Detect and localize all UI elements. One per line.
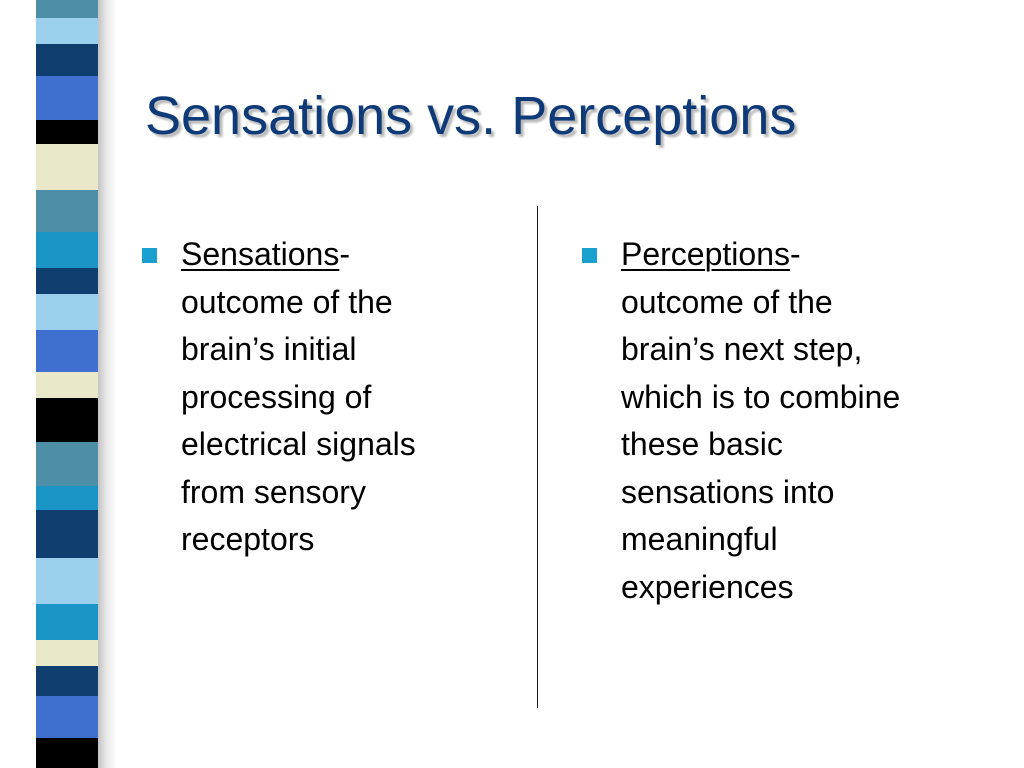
- stripe-segment: [36, 604, 98, 640]
- perceptions-line: which is to combine: [621, 378, 901, 415]
- sensations-line: processing of: [181, 378, 372, 415]
- perceptions-line: meaningful: [621, 521, 778, 557]
- sensations-line: outcome of the: [181, 283, 393, 320]
- square-bullet-icon: [582, 248, 597, 263]
- perceptions-text: Perceptions- outcome of the brain’s next…: [621, 231, 1002, 611]
- perceptions-dash: -: [789, 236, 801, 272]
- decorative-stripe: [36, 0, 98, 768]
- stripe-segment: [36, 738, 98, 768]
- stripe-segment: [36, 666, 98, 696]
- sensations-term: Sensations: [181, 236, 340, 272]
- stripe-segment: [36, 486, 98, 510]
- stripe-segment: [36, 398, 98, 442]
- slide-title: Sensations vs. Perceptions: [145, 86, 797, 146]
- perceptions-line: experiences: [621, 568, 794, 605]
- sensations-column: Sensations- outcome of the brain’s initi…: [142, 231, 512, 564]
- stripe-segment: [36, 190, 98, 232]
- perceptions-line: outcome of the: [621, 283, 833, 320]
- stripe-segment: [36, 0, 98, 18]
- stripe-segment: [36, 442, 98, 488]
- stripe-segment: [36, 18, 98, 44]
- stripe-segment: [36, 640, 98, 666]
- perceptions-column: Perceptions- outcome of the brain’s next…: [582, 231, 1002, 611]
- sensations-line: from sensory: [181, 473, 366, 510]
- column-divider: [537, 206, 538, 708]
- sensations-dash: -: [339, 236, 350, 272]
- perceptions-term: Perceptions: [621, 236, 790, 272]
- sensations-line: brain’s initial: [181, 331, 357, 367]
- stripe-segment: [36, 330, 98, 372]
- stripe-segment: [36, 558, 98, 604]
- stripe-segment: [36, 76, 98, 120]
- stripe-segment: [36, 144, 98, 190]
- stripe-segment: [36, 510, 98, 558]
- sensations-line: receptors: [181, 521, 315, 557]
- stripe-segment: [36, 232, 98, 268]
- stripe-segment: [36, 120, 98, 144]
- sensations-line: electrical signals: [181, 426, 416, 462]
- sensations-text: Sensations- outcome of the brain’s initi…: [181, 231, 512, 564]
- stripe-segment: [36, 372, 98, 398]
- perceptions-line: brain’s next step,: [621, 331, 863, 367]
- stripe-segment: [36, 268, 98, 294]
- sensations-heading-line: Sensations-: [181, 231, 512, 279]
- stripe-segment: [36, 696, 98, 738]
- perceptions-heading-line: Perceptions-: [621, 231, 1002, 279]
- square-bullet-icon: [142, 248, 157, 263]
- stripe-segment: [36, 294, 98, 330]
- stripe-segment: [36, 44, 98, 76]
- stripe-shadow: [98, 0, 116, 768]
- perceptions-line: sensations into: [621, 473, 835, 510]
- perceptions-line: these basic: [621, 426, 783, 462]
